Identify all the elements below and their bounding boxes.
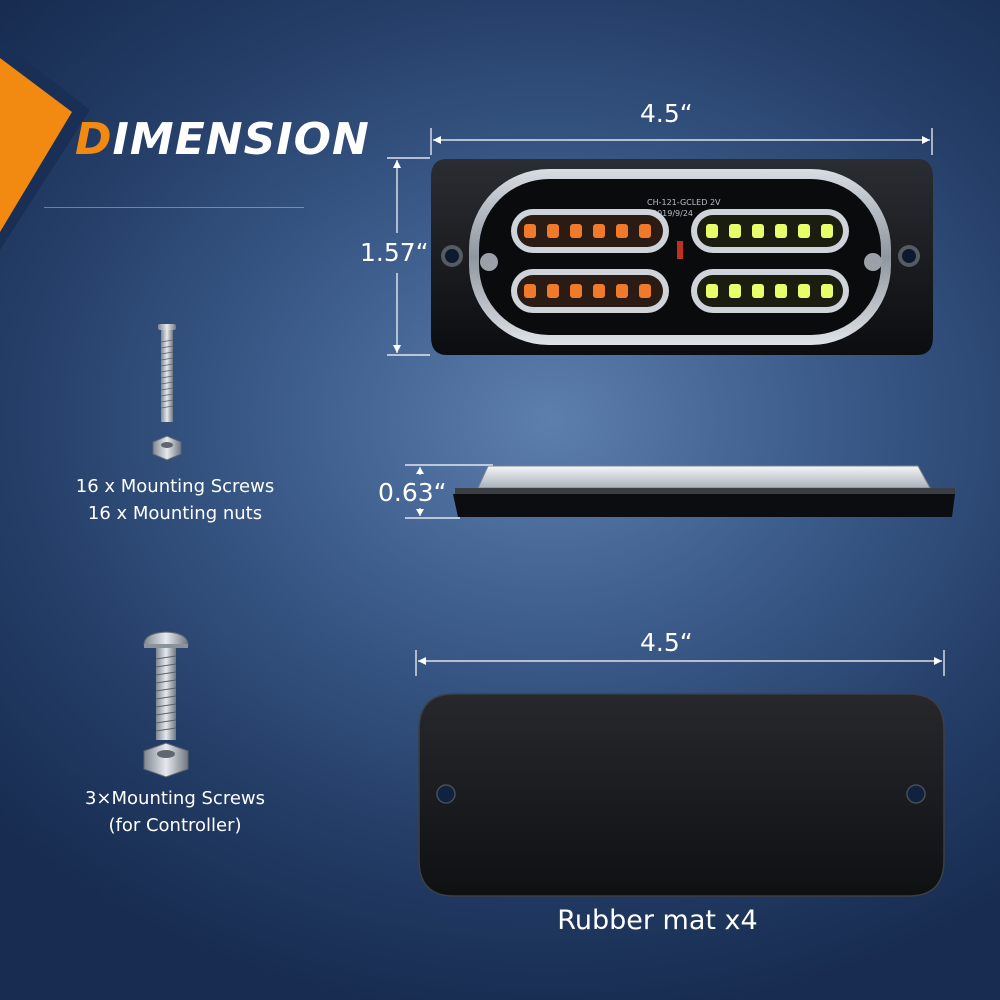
caption-line: (for Controller) [108,815,242,836]
controller-screw-icon [143,631,189,778]
accessory-caption-controller-screws: 3×Mounting Screws (for Controller) [40,785,310,839]
light-model-label: CH-121-GCLED 2V [647,198,721,207]
height-dimension-line [387,157,430,356]
caption-line: 16 x Mounting Screws [75,476,275,497]
depth-label: 0.63“ [378,478,447,507]
title-divider [44,207,304,208]
light-date-label: 2019/9/24 [652,209,693,218]
depth-dimension-line [405,464,493,519]
accessory-caption-screws: 16 x Mounting Screws 16 x Mounting nuts [40,473,310,527]
caption-line: 16 x Mounting nuts [87,503,263,524]
mat-width-dimension-line [415,650,945,676]
caption-line: 3×Mounting Screws [84,788,265,809]
width-label: 4.5“ [640,99,693,128]
page-title: DIMENSION [75,118,370,162]
rubber-mat-image [418,693,945,897]
mat-width-label: 4.5“ [640,628,693,657]
rubber-mat-caption: Rubber mat x4 [557,905,758,936]
width-dimension-line [430,128,933,155]
light-side-view [453,465,955,517]
corner-emblem [0,40,90,250]
title-rest: IMENSION [112,114,370,165]
light-front-view: CH-121-GCLED 2V 2019/9/24 [431,159,933,355]
height-label: 1.57“ [360,238,429,267]
title-first-letter: D [75,114,113,165]
mounting-screw-icon [152,324,182,461]
